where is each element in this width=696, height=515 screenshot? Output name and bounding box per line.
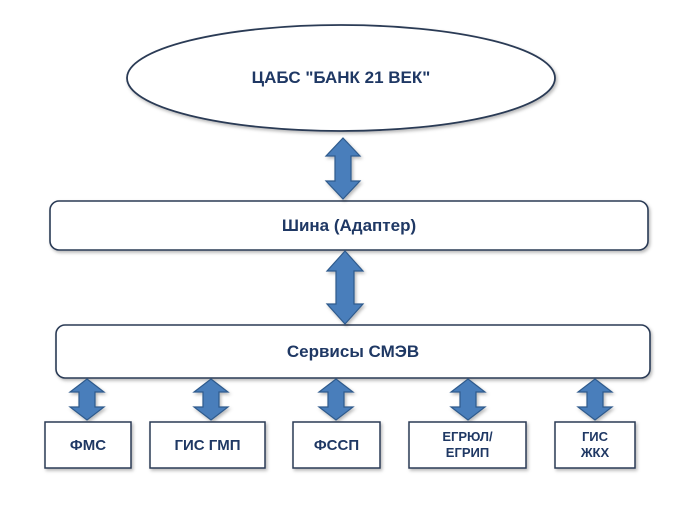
arrow-bus-to-services	[325, 250, 365, 325]
endpoint-label-gis-gmp: ГИС ГМП	[174, 436, 241, 454]
endpoint-label-fms: ФМС	[69, 436, 107, 454]
top-system-label: ЦАБС "БАНК 21 ВЕК"	[251, 68, 431, 87]
arrow-services-to-egrul	[449, 378, 487, 421]
endpoint-box-fssp: ФССП	[293, 422, 380, 468]
endpoint-label-fssp: ФССП	[313, 436, 360, 454]
arrow-services-to-gis-gmp	[192, 378, 230, 421]
endpoint-box-egrul: ЕГРЮЛ/ ЕГРИП	[409, 422, 526, 468]
endpoint-box-egrul-shape	[408, 421, 527, 469]
endpoint-box-fms-shape	[44, 421, 132, 469]
services-bar-shape	[55, 324, 651, 379]
endpoint-box-gis-zhkh: ГИС ЖКХ	[555, 422, 635, 468]
bus-label: Шина (Адаптер)	[281, 215, 417, 235]
arrow-services-to-gis-zhkh	[576, 378, 614, 421]
top-system-ellipse	[126, 24, 556, 132]
bus-bar-shape	[49, 200, 649, 251]
connector-arrows	[68, 137, 614, 421]
endpoint-label-gis-zhkh: ГИС ЖКХ	[580, 429, 610, 460]
services-label: Сервисы СМЭВ	[286, 341, 420, 361]
endpoint-box-gis-gmp: ГИС ГМП	[150, 422, 265, 468]
endpoint-box-gis-zhkh-shape	[554, 421, 636, 469]
endpoint-box-fms: ФМС	[45, 422, 131, 468]
arrow-services-to-fssp	[317, 378, 355, 421]
endpoint-box-gis-gmp-shape	[149, 421, 266, 469]
endpoint-label-egrul: ЕГРЮЛ/ ЕГРИП	[442, 429, 493, 460]
arrow-services-to-fms	[68, 378, 106, 421]
arrow-ellipse-to-bus	[324, 137, 362, 200]
endpoint-box-shapes	[44, 421, 636, 469]
endpoint-box-fssp-shape	[292, 421, 381, 469]
